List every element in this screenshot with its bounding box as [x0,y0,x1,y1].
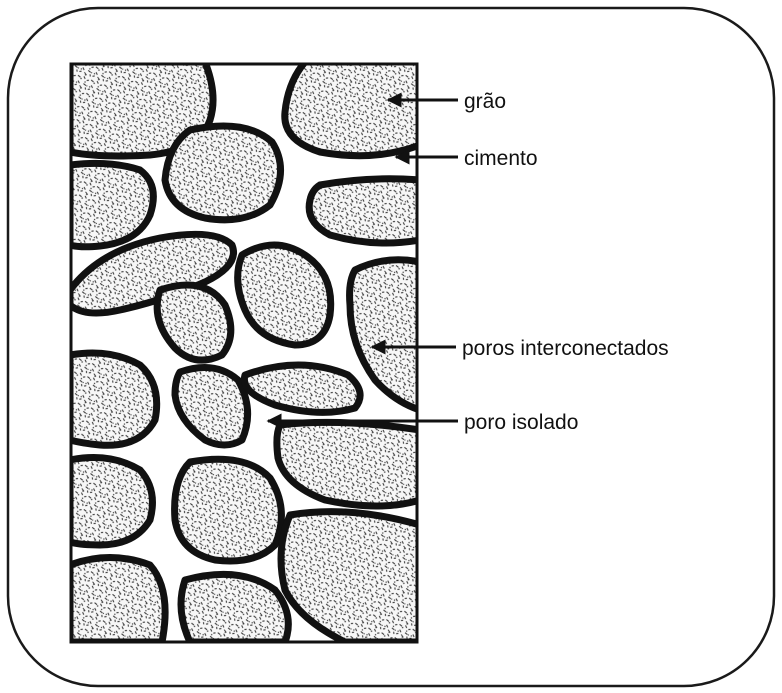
grain-10 [70,353,157,445]
grain-4 [165,126,281,220]
grain-17 [70,558,165,643]
grain-14 [70,458,152,545]
connected-pores-label: poros interconectados [462,337,669,360]
rock-sample-panel [70,62,420,642]
isolated-pore-label: poro isolado [464,411,578,434]
grain-15 [175,459,282,561]
grain-label: grão [464,90,506,113]
cement-label: cimento [464,147,538,170]
grain-18 [181,574,288,642]
grain-2 [285,62,420,156]
grain-5 [309,179,420,243]
